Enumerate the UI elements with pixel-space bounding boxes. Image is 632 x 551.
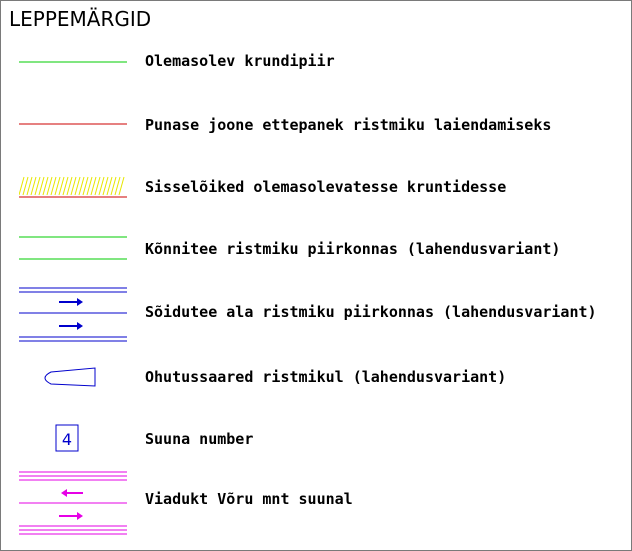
magenta-lanes-arrows-icon — [19, 471, 127, 535]
green-line-icon — [19, 61, 127, 63]
double-green-line-icon — [19, 236, 127, 260]
legend-item-label: Viadukt Võru mnt suunal — [145, 490, 353, 508]
legend-item-label: Suuna number — [145, 430, 254, 448]
legend-title: LEPPEMÄRGID — [9, 7, 152, 31]
direction-number-box-icon: 4 — [55, 424, 79, 452]
direction-number: 4 — [62, 430, 72, 449]
traffic-island-icon — [44, 367, 96, 387]
legend-item-label: Olemasolev krundipiir — [145, 52, 335, 70]
legend-item-label: Ohutussaared ristmikul (lahendusvariant) — [145, 368, 507, 386]
yellow-hatch-icon — [19, 176, 127, 198]
red-line-icon — [19, 123, 127, 125]
legend-item-label: Punase joone ettepanek ristmiku laiendam… — [145, 116, 552, 134]
legend-item-label: Sisselõiked olemasolevatesse kruntidesse — [145, 178, 507, 196]
legend-item-label: Sõidutee ala ristmiku piirkonnas (lahend… — [145, 303, 597, 321]
legend-item-label: Kõnnitee ristmiku piirkonnas (lahendusva… — [145, 240, 561, 258]
blue-lanes-arrows-icon — [19, 287, 127, 342]
